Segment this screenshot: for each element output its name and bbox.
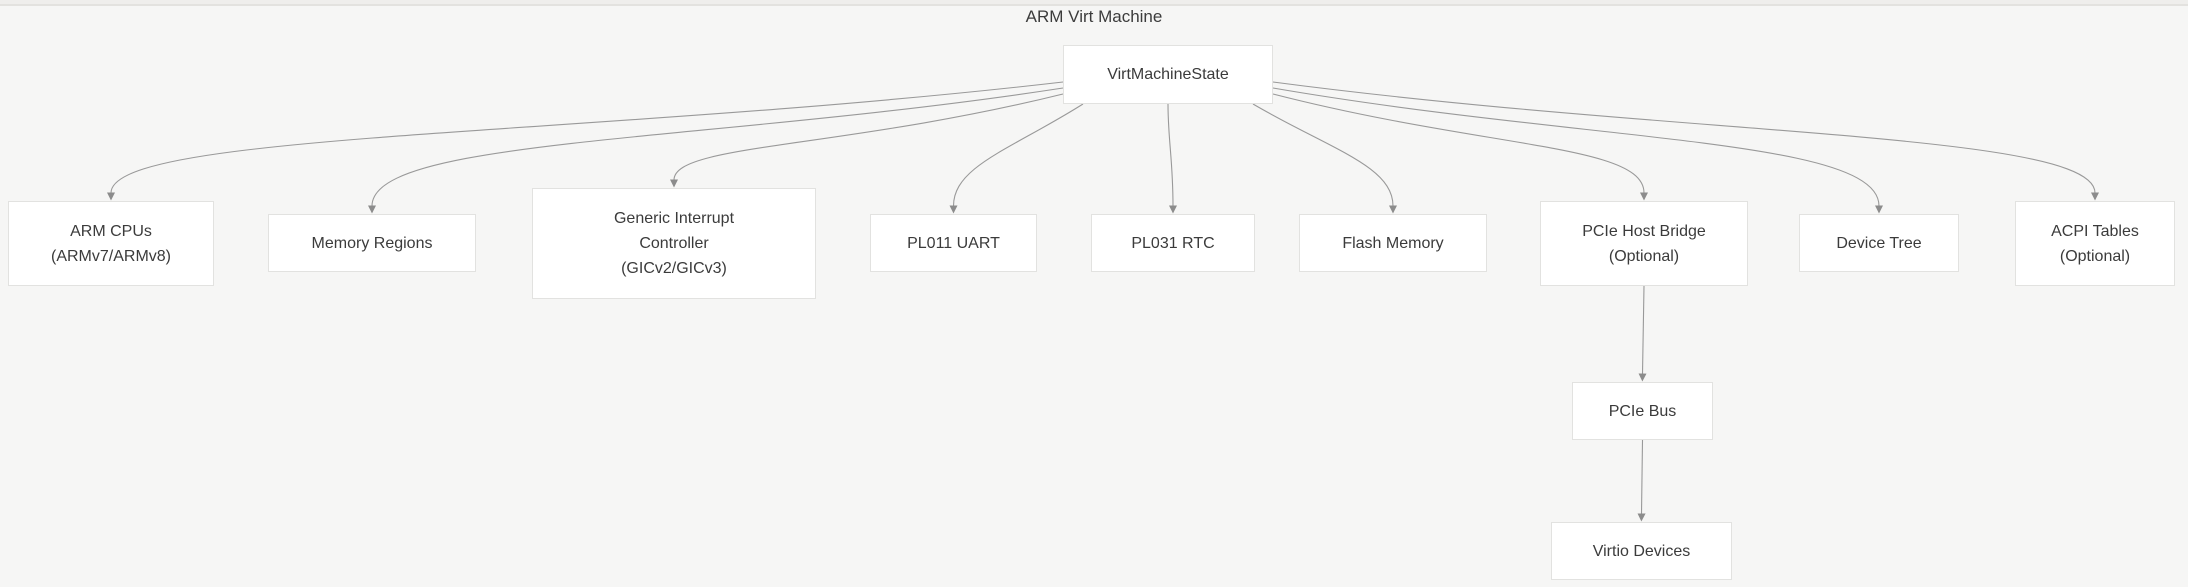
node-label-line: VirtMachineState [1107, 66, 1229, 83]
node-acpi-tables: ACPI Tables (Optional) [2015, 201, 2175, 286]
node-pcie-host-bridge: PCIe Host Bridge (Optional) [1540, 201, 1748, 286]
node-label-line: (Optional) [1608, 247, 1680, 265]
node-label-line: Memory Regions [311, 234, 433, 252]
edge-virt-machine-state-to-device-tree [1272, 87, 1883, 214]
node-label-line: Device Tree [1836, 234, 1922, 252]
node-virt-machine-state: VirtMachineState [1063, 45, 1273, 104]
edge-virt-machine-state-to-memory-regions [368, 87, 1064, 214]
node-virtio-devices: Virtio Devices [1551, 522, 1732, 580]
edge-virt-machine-state-to-pcie-host-bridge [1272, 93, 1648, 201]
node-pl011-uart: PL011 UART [870, 214, 1037, 272]
edge-virt-machine-state-to-gic [670, 93, 1064, 188]
node-pcie-bus: PCIe Bus [1572, 382, 1713, 440]
node-label-line: (ARMv7/ARMv8) [50, 247, 171, 265]
node-label-line: PL011 UART [907, 234, 1000, 252]
diagram-title: ARM Virt Machine [1025, 7, 1163, 26]
top-border-strip [0, 0, 2188, 6]
node-device-tree: Device Tree [1799, 214, 1959, 272]
node-pl031-rtc: PL031 RTC [1091, 214, 1255, 272]
node-label-line: Controller [639, 235, 709, 252]
node-arm-cpus: ARM CPUs (ARMv7/ARMv8) [8, 201, 214, 286]
node-label-line: PCIe Host Bridge [1582, 222, 1706, 240]
edge-virt-machine-state-to-pl011-uart [949, 103, 1084, 214]
edge-virt-machine-state-to-arm-cpus [107, 81, 1064, 201]
node-label-line: Generic Interrupt [613, 210, 735, 227]
node-memory-regions: Memory Regions [268, 214, 476, 272]
node-label-line: (GICv2/GICv3) [621, 260, 727, 277]
edge-virt-machine-state-to-pl031-rtc [1167, 103, 1177, 214]
node-label-line: PL031 RTC [1131, 234, 1215, 252]
node-label-line: ARM CPUs [70, 222, 152, 240]
edge-pcie-host-bridge-to-pcie-bus [1638, 285, 1647, 382]
edge-pcie-bus-to-virtio-devices [1637, 439, 1646, 522]
node-flash-memory: Flash Memory [1299, 214, 1487, 272]
node-label-line: (Optional) [2059, 247, 2131, 265]
node-label-line: ACPI Tables [2051, 222, 2139, 240]
node-label-line: Flash Memory [1342, 234, 1444, 252]
edge-virt-machine-state-to-flash-memory [1252, 103, 1397, 214]
node-label-line: PCIe Bus [1608, 402, 1677, 420]
edge-virt-machine-state-to-acpi-tables [1272, 81, 2099, 201]
node-label-line: Virtio Devices [1592, 542, 1691, 560]
